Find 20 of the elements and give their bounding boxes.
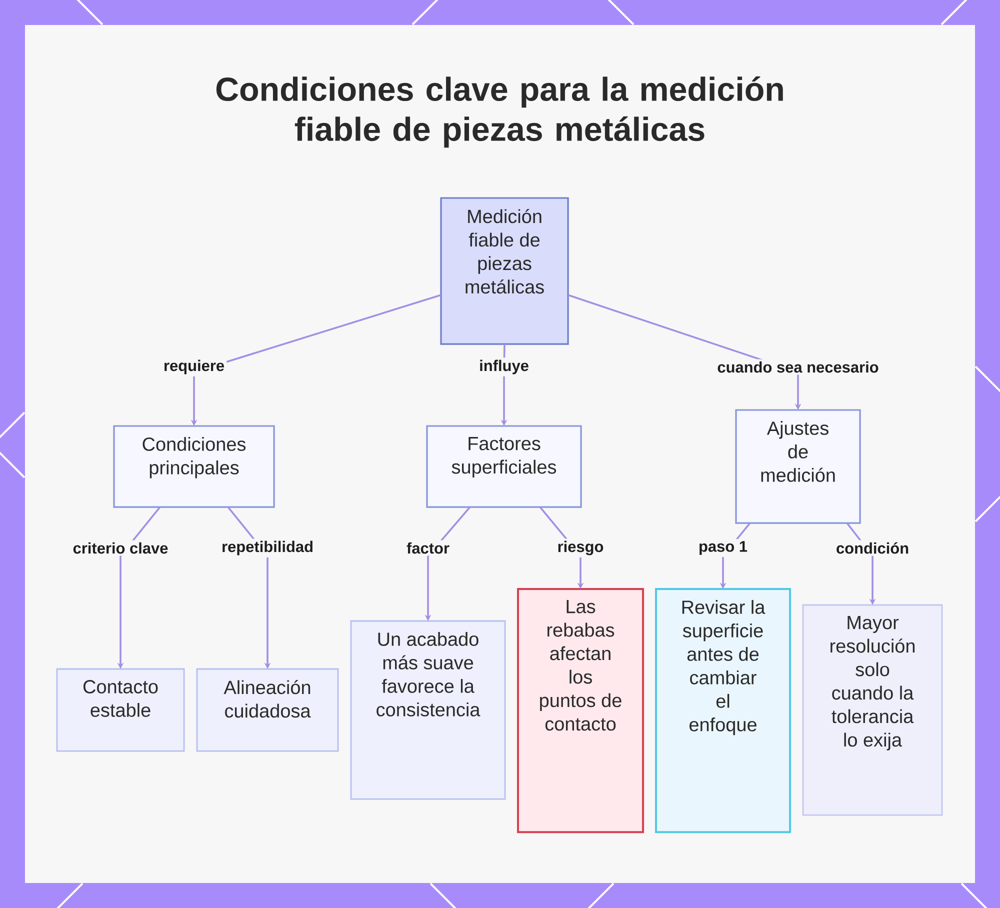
edge-label: influye xyxy=(477,358,532,376)
edge-label: cuando sea necesario xyxy=(715,359,881,375)
detail-box: Revisar la superficie antes de cambiar el enfoque xyxy=(655,588,792,834)
edge-label: condición xyxy=(834,540,912,556)
edge-label: factor xyxy=(404,540,452,556)
edge-label: riesgo xyxy=(555,538,606,558)
category-box: Factores superficiales xyxy=(426,425,582,508)
edge-label: paso 1 xyxy=(696,538,750,558)
category-box: Ajustes de medición xyxy=(735,409,861,524)
detail-box: Contacto estable xyxy=(56,668,185,752)
edge-label: repetibilidad xyxy=(219,538,316,558)
detail-box: Mayor resolución solo cuando la tolerancia lo exija xyxy=(802,604,943,816)
title: Condiciones clave para la medición fiable de piezas metálicas xyxy=(216,76,783,148)
topic-box: Medición fiable de piezas metálicas xyxy=(440,197,569,345)
edge-label: criterio clave xyxy=(70,540,170,556)
detail-box: Un acabado más suave favorece la consistencia xyxy=(350,620,506,800)
edge-label: requiere xyxy=(161,358,227,376)
detail-box: Las rebabas afectan los puntos de contacto xyxy=(517,588,644,834)
detail-box: Alineación cuidadosa xyxy=(196,668,339,752)
category-box: Condiciones principales xyxy=(113,425,275,508)
